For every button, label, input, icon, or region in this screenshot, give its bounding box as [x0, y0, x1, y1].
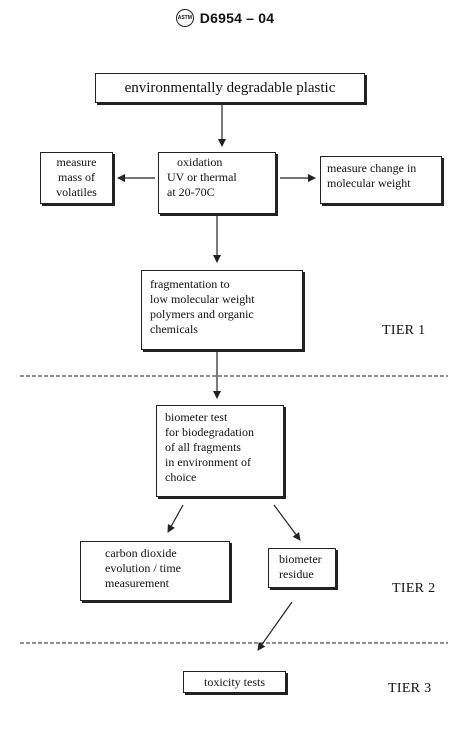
- tier-1-label: TIER 1: [382, 323, 426, 338]
- toxicity-box: toxicity tests: [183, 671, 286, 693]
- plastic-label: environmentally degradable plastic: [124, 80, 336, 96]
- molecular-weight-box: measure change in molecular weight: [320, 156, 442, 204]
- volatiles-line: measure: [56, 155, 97, 169]
- oxidation-line: oxidation: [177, 155, 223, 169]
- biometer-line: of all fragments: [165, 440, 241, 454]
- logo-lettering: ASTM: [177, 14, 192, 21]
- co2-box: carbon dioxide evolution / time measurem…: [80, 541, 230, 601]
- fragmentation-line: low molecular weight: [150, 292, 255, 306]
- fragmentation-line: fragmentation to: [150, 277, 230, 291]
- molecular-weight-line: measure change in: [327, 161, 417, 175]
- fragmentation-box: fragmentation to low molecular weight po…: [141, 270, 303, 350]
- biometer-line: biometer test: [165, 410, 228, 424]
- co2-line: carbon dioxide: [105, 546, 177, 560]
- plastic-box: environmentally degradable plastic: [95, 73, 365, 103]
- document-id: D6954 – 04: [199, 10, 275, 26]
- volatiles-line: volatiles: [56, 185, 97, 199]
- residue-line: biometer: [279, 552, 322, 566]
- arrow-biometer-to-co2: [167, 504, 184, 533]
- arrow-biometer-to-residue: [273, 504, 301, 541]
- astm-logo-icon: ASTM: [175, 9, 194, 27]
- biometer-test-box: biometer test for biodegradation of all …: [156, 405, 284, 497]
- biometer-line: for biodegradation: [165, 425, 254, 439]
- toxicity-label: toxicity tests: [204, 675, 265, 689]
- fragmentation-line: chemicals: [150, 322, 198, 336]
- fragmentation-line: polymers and organic: [150, 307, 254, 321]
- residue-box: biometer residue: [268, 548, 336, 588]
- co2-line: evolution / time: [105, 561, 181, 575]
- tier-3-label: TIER 3: [388, 681, 432, 696]
- oxidation-line: UV or thermal: [167, 170, 237, 184]
- residue-line: residue: [279, 567, 314, 581]
- volatiles-line: mass of: [58, 170, 95, 184]
- tier-2-label: TIER 2: [392, 581, 436, 596]
- biometer-line: choice: [165, 470, 197, 484]
- document-header: ASTM D6954 – 04: [0, 6, 450, 30]
- volatiles-box: measure mass of volatiles: [40, 152, 113, 204]
- biometer-line: in environment of: [165, 455, 251, 469]
- molecular-weight-line: molecular weight: [327, 176, 411, 190]
- oxidation-line: at 20-70C: [167, 185, 215, 199]
- co2-line: measurement: [105, 576, 169, 590]
- oxidation-box: oxidation UV or thermal at 20-70C: [158, 152, 276, 214]
- arrow-residue-to-toxicity: [257, 601, 293, 651]
